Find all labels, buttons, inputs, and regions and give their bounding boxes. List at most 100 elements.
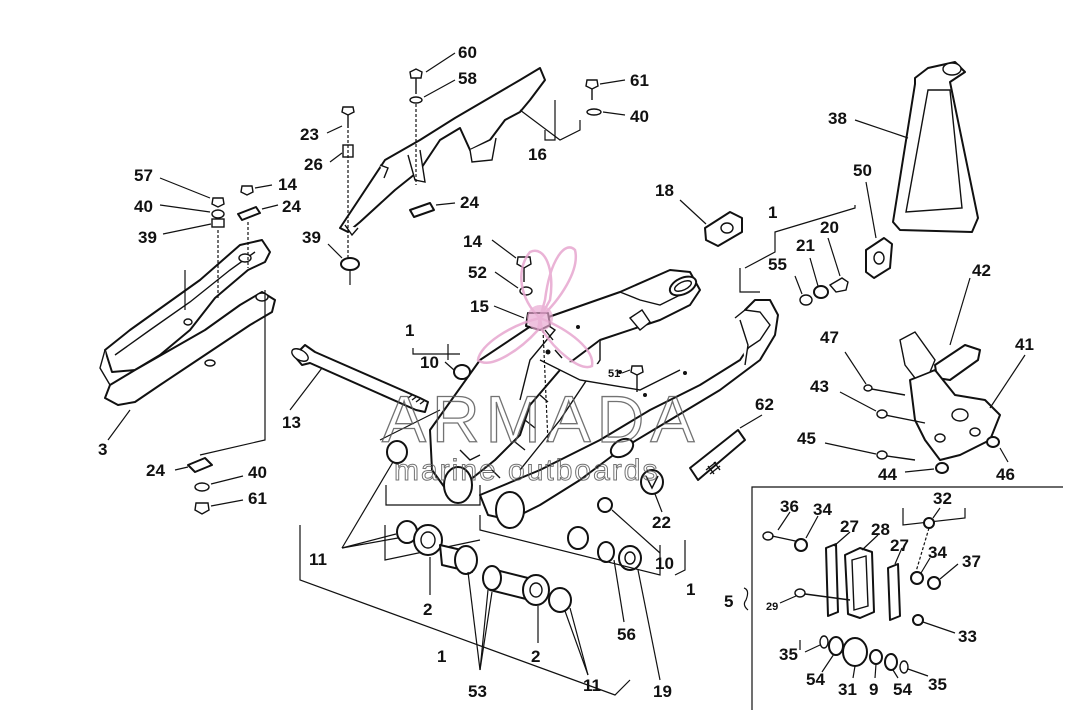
part-label-24: 24 [282, 197, 301, 216]
seal-54-right [884, 653, 899, 679]
part-label-56: 56 [617, 625, 636, 644]
part-label-11: 11 [309, 550, 327, 569]
part-label-60: 60 [458, 43, 477, 62]
part-label-33: 33 [958, 627, 977, 646]
washer-34-right [910, 557, 931, 585]
spacer-26 [329, 144, 354, 163]
part-label-34: 34 [813, 500, 832, 519]
part-label-32: 32 [933, 489, 952, 508]
spacer-53a [439, 544, 478, 575]
clip-24-top [409, 202, 456, 218]
chain-slider-3 [99, 239, 276, 406]
part-label-42: 42 [972, 261, 991, 280]
bolt-61-top [585, 79, 626, 100]
part-label-45: 45 [797, 429, 816, 448]
clip-24-left [237, 204, 279, 221]
part-label-22: 22 [652, 513, 671, 532]
bolt-20 [827, 237, 849, 293]
part-label-34: 34 [928, 543, 947, 562]
washer-52 [494, 271, 533, 296]
bolt-36 [762, 511, 801, 543]
part-label-9: 9 [869, 680, 878, 699]
part-label-2: 2 [531, 647, 540, 666]
part-label-53: 53 [468, 682, 487, 701]
part-label-14: 14 [463, 232, 482, 251]
nut-33 [912, 614, 956, 634]
bearing-10-left [444, 361, 471, 380]
part-label-31: 31 [838, 680, 857, 699]
watermark-brand: ARMADA [382, 382, 700, 456]
washer-40-top [586, 108, 626, 116]
part-label-40: 40 [248, 463, 267, 482]
part-label-10: 10 [655, 554, 674, 573]
swing-arm-1 [429, 269, 779, 529]
part-label-26: 26 [304, 155, 323, 174]
part-label-10: 10 [420, 353, 439, 372]
link-28 [844, 534, 879, 619]
nut-21 [809, 257, 829, 299]
part-label-52: 52 [468, 263, 487, 282]
part-label-14: 14 [278, 175, 297, 194]
bush-2-left [413, 524, 443, 595]
bolt-45 [824, 442, 916, 461]
block-18 [679, 199, 743, 247]
pivot-shaft-13 [289, 344, 429, 413]
part-label-1: 1 [437, 647, 446, 666]
nut-37 [927, 563, 959, 590]
washer-40-left [159, 204, 225, 219]
part-label-24: 24 [146, 461, 165, 480]
part-label-40: 40 [630, 107, 649, 126]
part-label-36: 36 [780, 497, 799, 516]
part-label-57: 57 [134, 166, 153, 185]
assembly-5-box [743, 486, 1063, 710]
bearing-11-right [548, 526, 589, 676]
part-label-5: 5 [724, 592, 733, 611]
part-label-35: 35 [928, 675, 947, 694]
part-label-18: 18 [655, 181, 674, 200]
bracket-41 [899, 331, 1026, 461]
bolt-47 [844, 351, 906, 396]
part-label-3: 3 [98, 440, 107, 459]
bracket-42 [934, 277, 981, 381]
part-label-24: 24 [460, 193, 479, 212]
adjuster-block-50 [865, 181, 893, 279]
washer-34-left [794, 515, 819, 552]
spacer-53b [482, 565, 531, 601]
part-label-51: 51 [608, 368, 620, 380]
bolt-51 [621, 365, 644, 392]
watermark-logo: ARMADA marine outboards [381, 246, 700, 488]
washer-58 [409, 79, 456, 104]
washer-40-bottom [194, 475, 244, 492]
part-label-1: 1 [768, 203, 777, 222]
bolt-23 [326, 106, 355, 134]
part-label-40: 40 [134, 197, 153, 216]
part-label-1: 1 [686, 580, 695, 599]
part-label-19: 19 [653, 682, 672, 701]
part-label-46: 46 [996, 465, 1015, 484]
nut-46 [986, 436, 1009, 463]
washer-9 [869, 649, 883, 679]
part-label-39: 39 [302, 228, 321, 247]
seal-54-left [821, 636, 844, 673]
part-label-16: 16 [528, 145, 547, 164]
part-label-28: 28 [871, 520, 890, 539]
part-label-20: 20 [820, 218, 839, 237]
part-label-27: 27 [890, 536, 909, 555]
part-label-47: 47 [820, 328, 839, 347]
part-label-54: 54 [806, 670, 825, 689]
part-label-23: 23 [300, 125, 319, 144]
grommet-39-top [327, 243, 360, 271]
part-label-15: 15 [470, 297, 489, 316]
part-label-50: 50 [853, 161, 872, 180]
nut-19 [618, 545, 661, 681]
seal-35-right [899, 660, 929, 677]
propeller-icon [476, 246, 594, 369]
part-number-labels: 60 58 61 40 23 26 16 57 14 40 24 39 24 3… [98, 43, 1034, 701]
part-label-61: 61 [248, 489, 267, 508]
washer-55 [794, 275, 813, 306]
part-label-62: 62 [755, 395, 774, 414]
part-label-11: 11 [583, 676, 601, 695]
bolt-57 [159, 177, 225, 208]
nut-32 [923, 507, 941, 529]
